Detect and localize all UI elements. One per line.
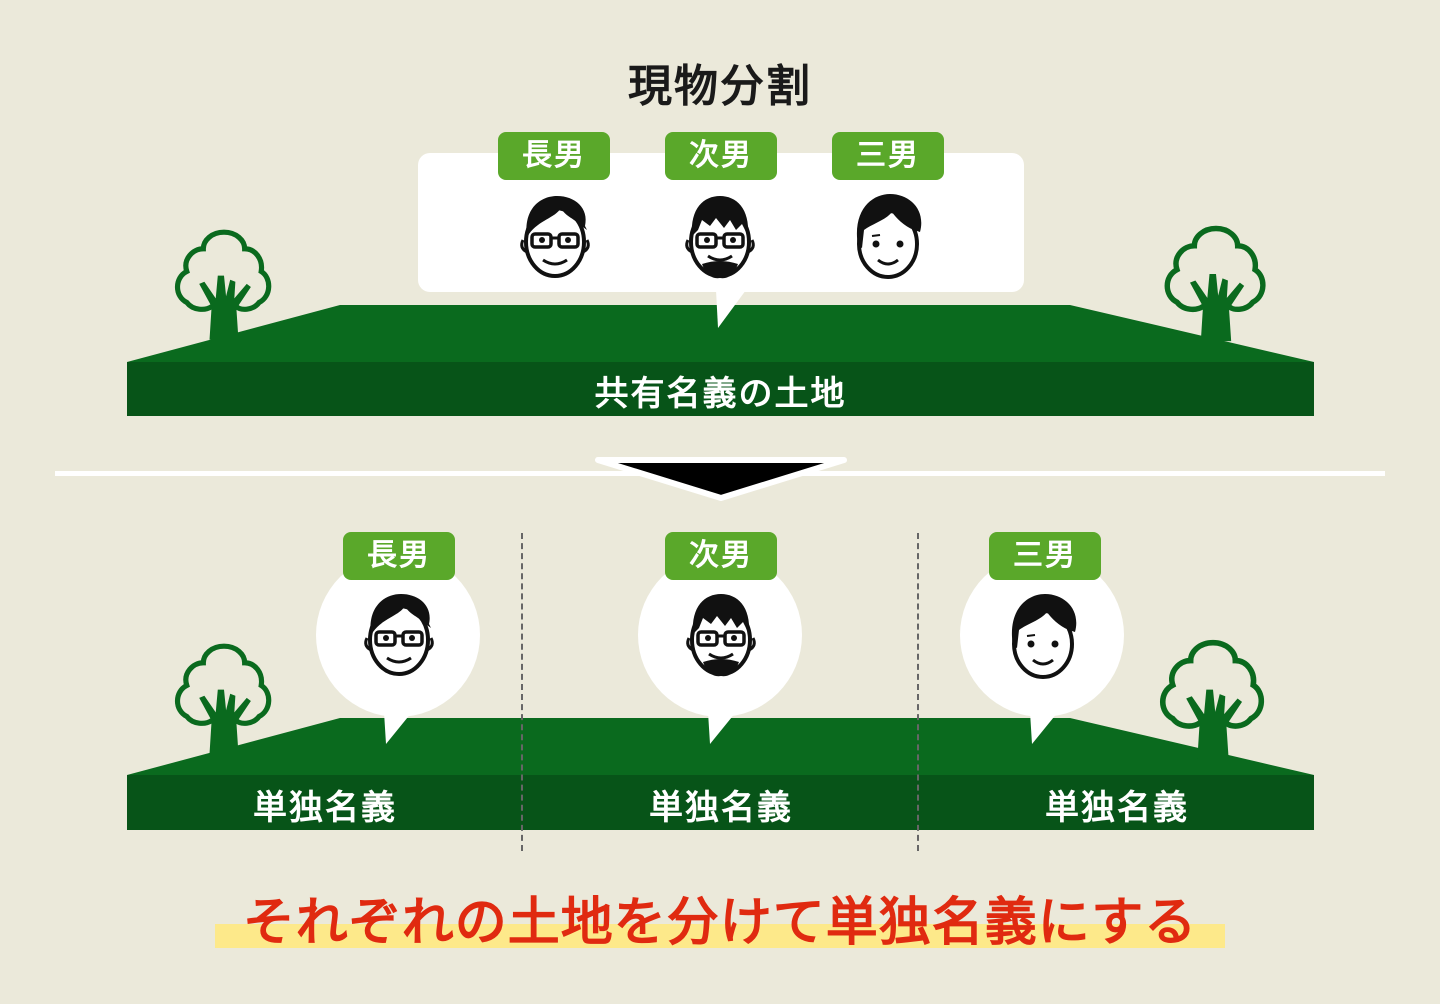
speech-pointer bbox=[708, 712, 736, 744]
parcel-divider bbox=[521, 533, 523, 851]
heir-label-third: 三男 bbox=[832, 132, 944, 180]
heir-label-eldest: 長男 bbox=[498, 132, 610, 180]
tree-icon bbox=[172, 640, 276, 764]
summary-message: それぞれの土地を分けて単独名義にする bbox=[242, 893, 1198, 953]
highlight-bar bbox=[215, 924, 1225, 948]
heir-label-eldest: 長男 bbox=[343, 532, 455, 580]
heir-label-third: 三男 bbox=[989, 532, 1101, 580]
co-owned-land-label: 共有名義の土地 bbox=[594, 374, 847, 414]
down-arrow-icon bbox=[595, 457, 847, 501]
glasses-bearded-man-icon bbox=[681, 588, 761, 680]
heir-label-second: 次男 bbox=[665, 132, 777, 180]
tree-icon bbox=[1154, 636, 1272, 770]
speech-pointer bbox=[1030, 712, 1058, 744]
speech-pointer bbox=[384, 712, 412, 744]
speech-pointer bbox=[716, 290, 746, 328]
sole-ownership-label: 単独名義 bbox=[649, 788, 793, 828]
glasses-man-icon bbox=[359, 588, 439, 680]
parcel-divider bbox=[917, 533, 919, 851]
heir-label-second: 次男 bbox=[665, 532, 777, 580]
sole-ownership-label: 単独名義 bbox=[253, 788, 397, 828]
young-man-icon bbox=[1003, 590, 1083, 682]
page-title: 現物分割 bbox=[628, 61, 812, 112]
sole-ownership-label: 単独名義 bbox=[1045, 788, 1189, 828]
